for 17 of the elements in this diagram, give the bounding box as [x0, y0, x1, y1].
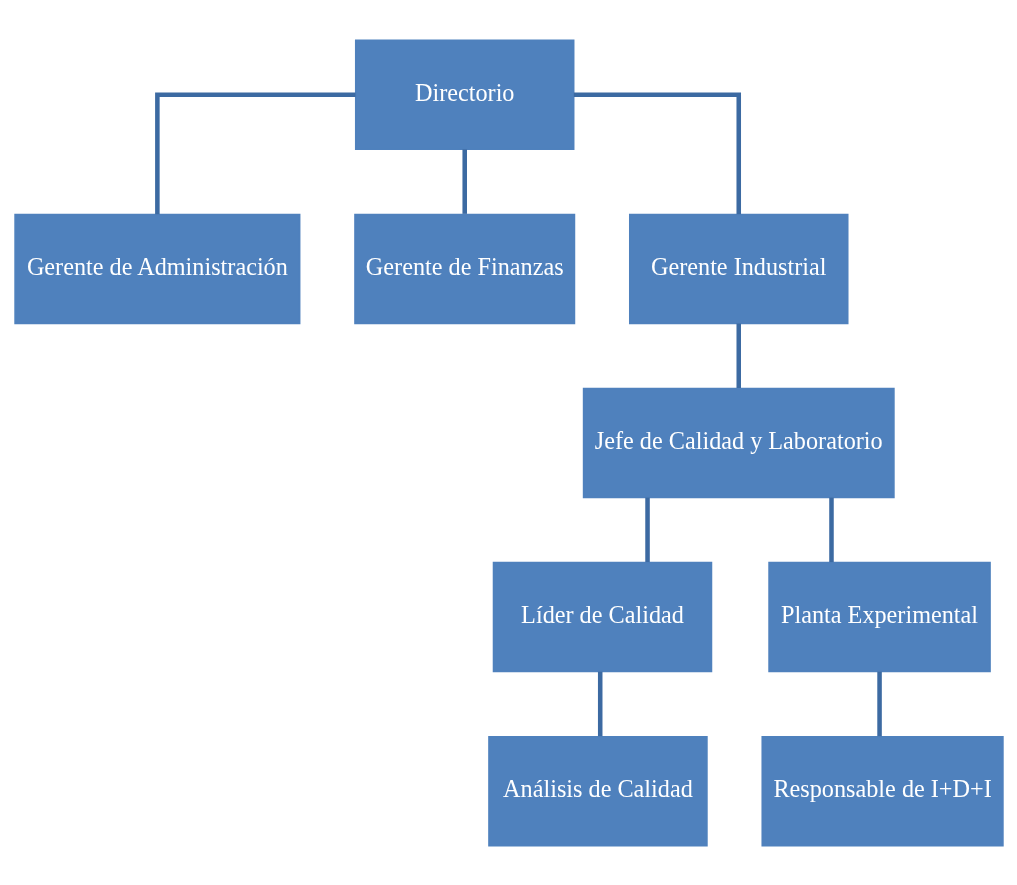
node-box: Responsable de I+D+I [760, 735, 1004, 846]
node-box: Gerente de Administración [13, 213, 300, 324]
connector [573, 92, 741, 214]
node-box: Gerente de Finanzas [353, 213, 575, 324]
connector [644, 497, 650, 562]
node-box: Planta Experimental [767, 561, 991, 672]
connector [828, 497, 834, 562]
connector [736, 323, 741, 388]
node-box: Jefe de Calidad y Laboratorio [582, 387, 895, 498]
node-box: Análisis de Calidad [487, 735, 708, 846]
connector [597, 671, 602, 736]
node-box: Gerente Industrial [628, 213, 848, 324]
connector [876, 671, 882, 736]
connector [461, 148, 467, 214]
node-box: Líder de Calidad [492, 561, 712, 672]
node-box: Directorio [354, 39, 574, 150]
connector [154, 92, 355, 214]
